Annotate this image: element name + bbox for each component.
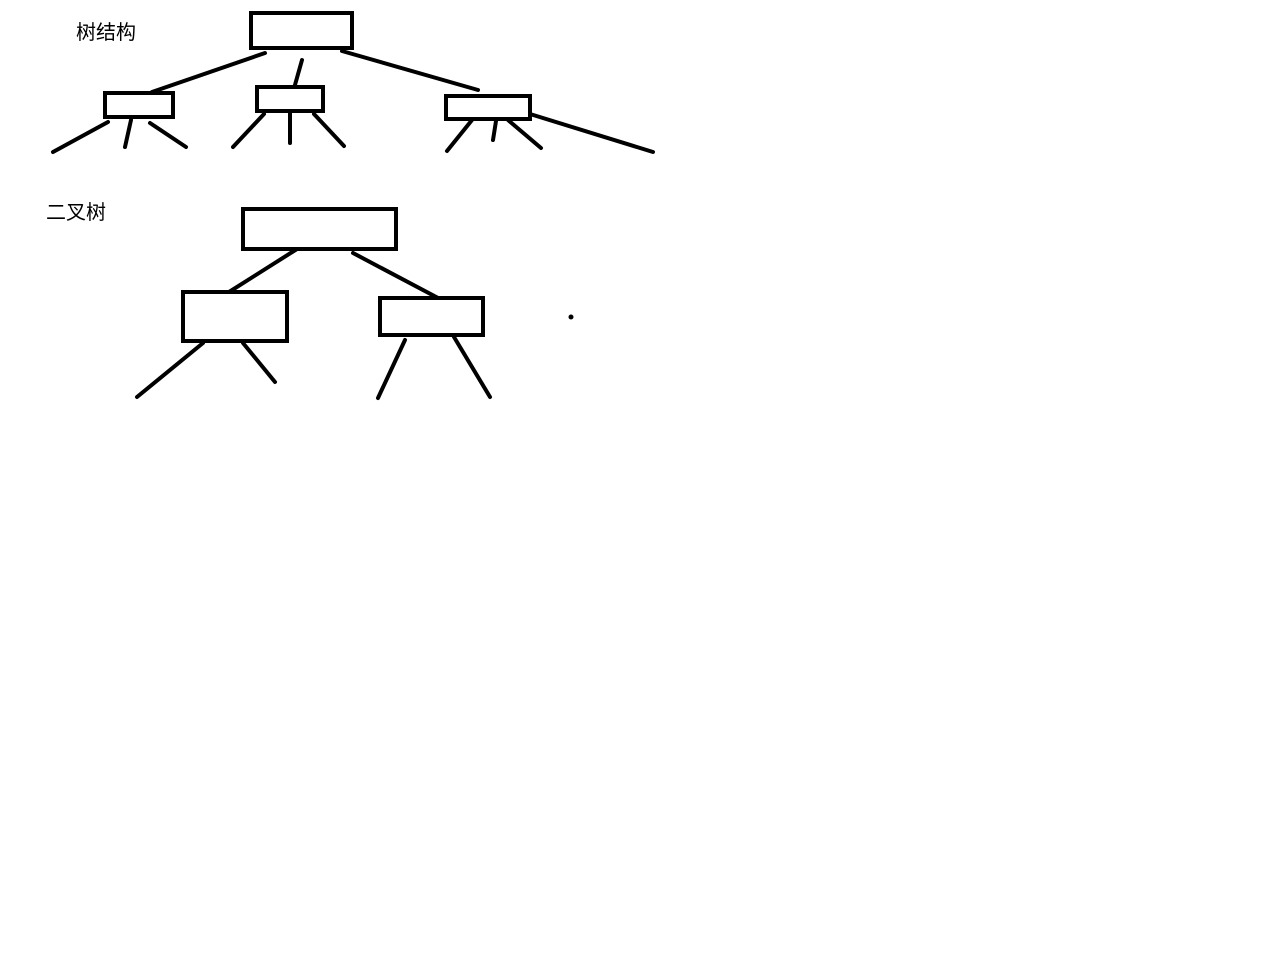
tree-edge (123, 118, 133, 149)
binary-tree-edge (135, 341, 205, 399)
binary-tree-edge (452, 335, 492, 399)
binary-tree-child-node (181, 290, 289, 343)
tree-edge (231, 112, 266, 149)
binary-tree-label: 二叉树 (46, 200, 106, 224)
binary-tree-edge (241, 341, 277, 384)
binary-tree-root-node (241, 207, 398, 251)
tree-child-node (103, 91, 175, 119)
binary-tree-edge (351, 251, 442, 301)
tree-child-node (444, 94, 532, 121)
tree-edge (491, 119, 498, 142)
binary-tree-edge (376, 338, 407, 400)
binary-tree-edge (227, 247, 299, 294)
tree-edge (445, 118, 474, 153)
tree-edge (148, 121, 188, 149)
general-tree (51, 11, 655, 154)
stray-dot (568, 314, 574, 320)
tree-edge (150, 51, 267, 94)
tree-edge (51, 120, 110, 154)
binary-tree (135, 207, 492, 400)
tree-edge (340, 49, 480, 92)
binary-tree-child-node (378, 296, 485, 337)
tree-edge (506, 118, 543, 150)
tree-structure-label: 树结构 (76, 20, 136, 44)
tree-edge (312, 112, 346, 148)
tree-child-node (255, 85, 325, 113)
tree-root-node (249, 11, 354, 50)
tree-edge (528, 112, 655, 154)
